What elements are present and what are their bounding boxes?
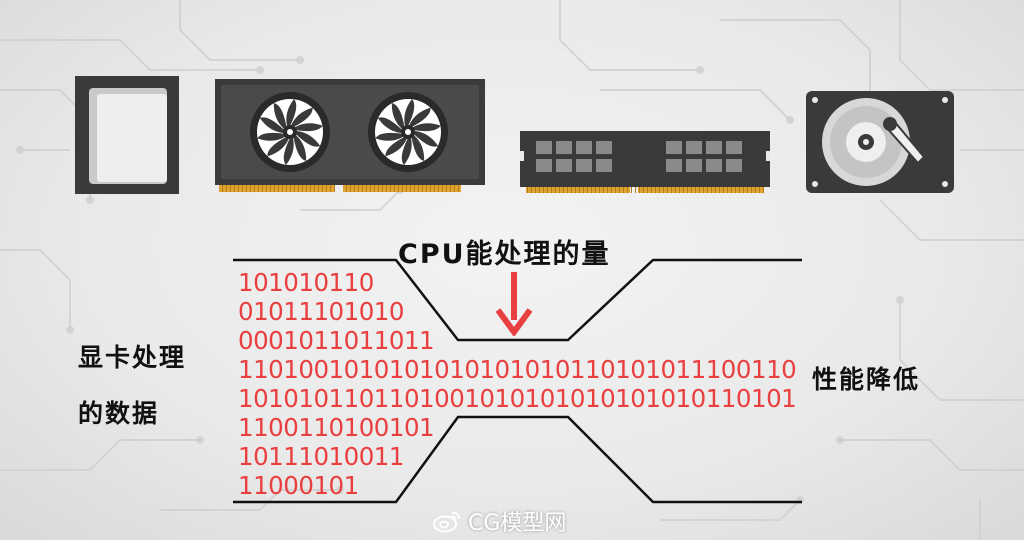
weibo-logo-icon: [433, 511, 460, 533]
watermark-text: CG模型网: [468, 511, 567, 536]
binary-line: 10111010011: [238, 442, 404, 471]
gpu-data-label-line1: 显卡处理: [78, 343, 187, 372]
gpu-data-label-line2: 的数据: [78, 399, 160, 428]
down-arrow-icon: [495, 272, 533, 336]
performance-down-label: 性能降低: [812, 365, 921, 394]
binary-line: 1101001010101010101010110101011100110: [238, 355, 797, 384]
cpu-chip-icon: [75, 76, 179, 194]
graphics-card-icon: [215, 79, 485, 192]
binary-line: 1100110100101: [238, 413, 435, 442]
hard-drive-icon: [806, 91, 954, 193]
binary-line: 101010110: [238, 268, 374, 297]
ram-stick-icon: [520, 131, 770, 193]
binary-line: 11000101: [238, 471, 359, 500]
binary-line: 01011101010: [238, 297, 404, 326]
binary-data-stream: 101010110 01011101010 0001011011011 1101…: [238, 268, 797, 500]
watermark: CG模型网: [432, 505, 566, 537]
cpu-capacity-label: CPU能处理的量: [398, 239, 611, 270]
binary-line: 1010101101101001010101010101010110101: [238, 384, 797, 413]
binary-line: 0001011011011: [238, 326, 435, 355]
